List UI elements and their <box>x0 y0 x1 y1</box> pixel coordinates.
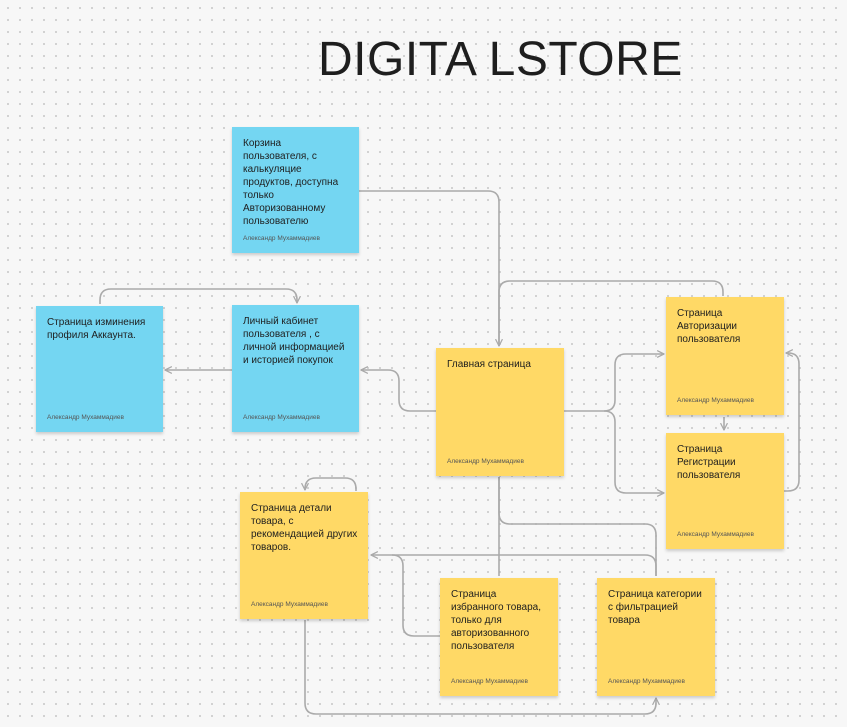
note-author: Александр Мухаммадиев <box>677 531 754 538</box>
note-text: Корзина пользователя, с калькуляцие прод… <box>243 138 339 227</box>
note-text: Страница Регистрации пользователя <box>677 444 741 481</box>
connector-main-to-register <box>603 410 665 497</box>
note-text: Страница изминения профиля Аккаунта. <box>47 317 146 341</box>
connector-main-to-register-top <box>498 280 724 346</box>
sticky-note-product-page[interactable]: Страница детали товара, с рекомендацией … <box>240 492 368 619</box>
sticky-note-profile-edit[interactable]: Страница изминения профиля Аккаунта. Але… <box>36 306 163 432</box>
note-author: Александр Мухаммадиев <box>243 235 320 242</box>
sticky-note-account[interactable]: Личный кабинет пользователя , с личной и… <box>232 305 359 432</box>
note-author: Александр Мухаммадиев <box>608 678 685 685</box>
connector-main-to-auth <box>564 350 665 412</box>
connector-product-loop <box>301 477 357 491</box>
note-text: Страница детали товара, с рекомендацией … <box>251 503 358 553</box>
connector-profile-to-account <box>99 288 301 304</box>
connector-category-to-product <box>370 551 657 576</box>
connector-register-to-auth <box>784 349 800 492</box>
sticky-note-auth-page[interactable]: Страница Авторизации пользователя Алекса… <box>666 297 784 415</box>
note-author: Александр Мухаммадиев <box>677 397 754 404</box>
note-text: Главная страница <box>447 359 531 370</box>
note-author: Александр Мухаммадиев <box>47 414 124 421</box>
note-author: Александр Мухаммадиев <box>451 678 528 685</box>
sticky-note-category-page[interactable]: Страница категории с фильтрацией товара … <box>597 578 715 696</box>
note-text: Страница категории с фильтрацией товара <box>608 589 702 626</box>
connector-cart-to-main <box>359 190 503 347</box>
connector-favorites-to-product <box>391 554 440 637</box>
connector-product-to-category <box>304 620 660 715</box>
note-author: Александр Мухаммадиев <box>243 414 320 421</box>
note-author: Александр Мухаммадиев <box>251 601 328 608</box>
connector-main-to-product <box>498 477 657 576</box>
note-text: Страница избранного товара, только для а… <box>451 589 541 652</box>
note-text: Страница Авторизации пользователя <box>677 308 741 345</box>
connector-main-to-account <box>360 366 436 412</box>
board-title: DIGITA LSTORE <box>318 33 683 86</box>
sticky-note-main-page[interactable]: Главная страница Александр Мухаммадиев <box>436 348 564 476</box>
sticky-note-register-page[interactable]: Страница Регистрации пользователя Алекса… <box>666 433 784 549</box>
sticky-note-cart[interactable]: Корзина пользователя, с калькуляцие прод… <box>232 127 359 253</box>
note-text: Личный кабинет пользователя , с личной и… <box>243 316 345 366</box>
sticky-note-favorites-page[interactable]: Страница избранного товара, только для а… <box>440 578 558 696</box>
note-author: Александр Мухаммадиев <box>447 458 524 465</box>
